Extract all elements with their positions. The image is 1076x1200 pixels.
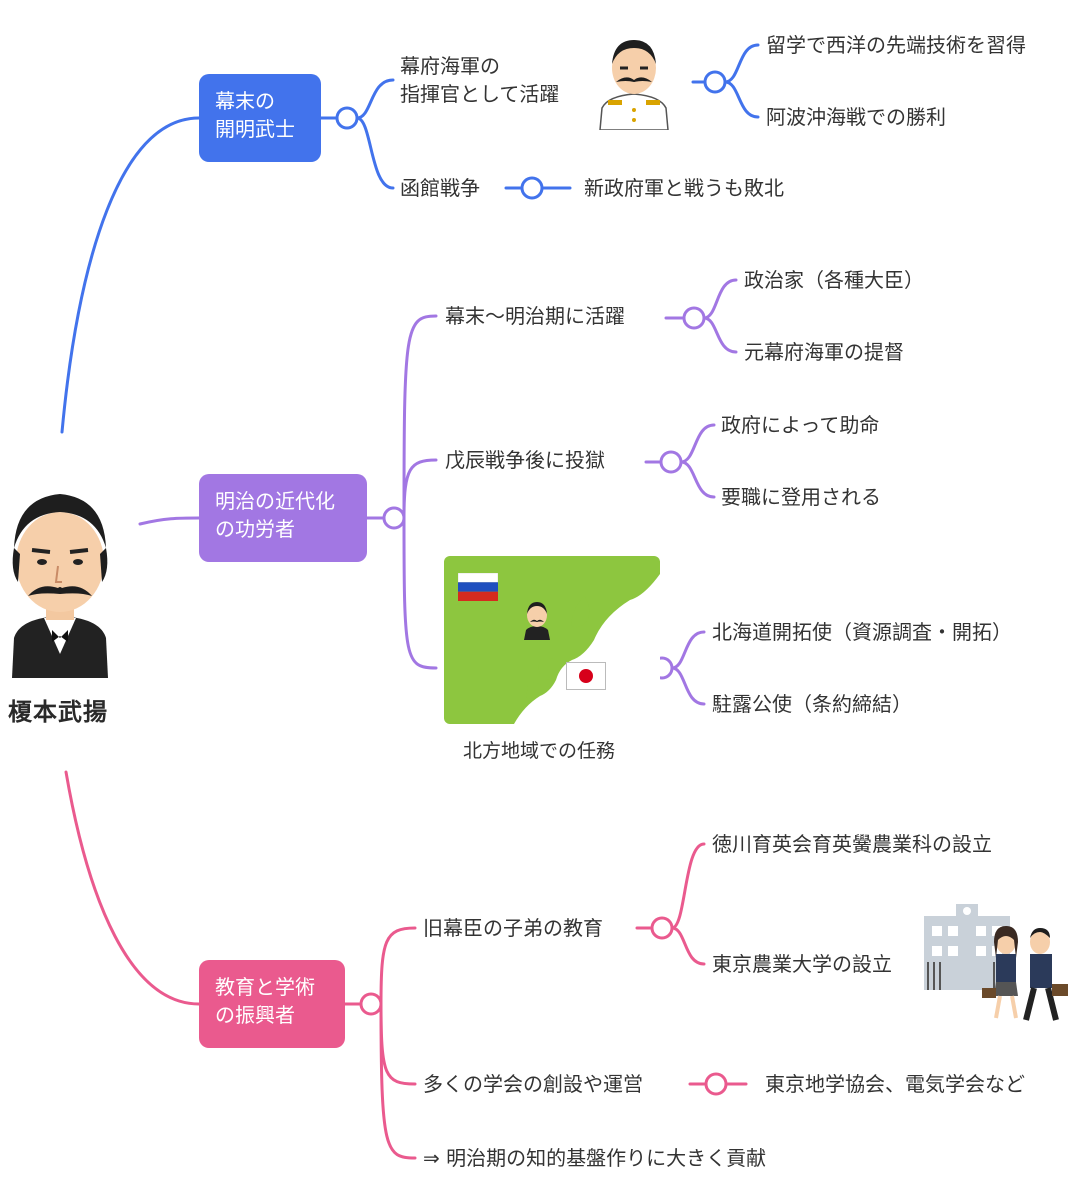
item-school: 旧幕臣の子弟の教育 <box>423 916 603 940</box>
item-russia: 駐露公使（条約締結） <box>712 692 912 716</box>
connector-education-school <box>379 926 417 1006</box>
hub-node <box>704 1072 728 1096</box>
map-caption: 北方地域での任務 <box>463 740 616 762</box>
item-defeat: 新政府軍と戦うも敗北 <box>584 176 784 200</box>
connector-hub-politician <box>702 278 738 320</box>
connector-meiji-active <box>402 314 438 520</box>
connector-meiji-imprison <box>402 458 438 520</box>
hub-node <box>682 306 706 330</box>
connector-hub-tokyo-agri <box>670 926 706 966</box>
item-admiral: 元幕府海軍の提督 <box>744 340 904 364</box>
branch-bakumatsu: 幕末の 開明武士 <box>199 74 321 162</box>
school-students-illustration <box>924 904 1068 1021</box>
connector-bakumatsu-commander <box>355 78 395 120</box>
connector-education-contribution <box>379 1002 417 1160</box>
japan-flag-icon <box>566 662 606 690</box>
map-illustration <box>444 556 660 724</box>
connector-root-education <box>64 770 201 1006</box>
russia-flag-icon <box>458 573 498 601</box>
item-active: 幕末〜明治期に活躍 <box>445 304 625 328</box>
item-hokkaido: 北海道開拓使（資源調査・開拓） <box>712 620 1012 644</box>
item-tokugawa: 徳川育英会育英黌農業科の設立 <box>712 832 992 856</box>
item-politician: 政治家（各種大臣） <box>744 268 924 292</box>
hub-node <box>520 176 544 200</box>
connector-hub-awa <box>723 80 760 119</box>
branch-education: 教育と学術 の振興者 <box>199 960 345 1048</box>
connector-hub-appoint <box>679 460 716 499</box>
branch-meiji: 明治の近代化 の功労者 <box>199 474 367 562</box>
item-contribution: ⇒ 明治期の知的基盤作りに大きく貢献 <box>423 1146 767 1170</box>
item-study-abroad: 留学で西洋の先端技術を習得 <box>766 33 1026 57</box>
connector-root-meiji <box>138 516 201 526</box>
connector-hub-russia <box>670 666 706 706</box>
connector-hub-admiral <box>702 316 738 354</box>
hub-node <box>382 506 406 530</box>
item-commander: 幕府海軍の 指揮官として活躍 <box>400 54 560 106</box>
connector-hub-study <box>723 43 760 84</box>
hub-node <box>650 916 674 940</box>
item-awa-battle: 阿波沖海戦での勝利 <box>766 105 946 129</box>
item-societies-list: 東京地学協会、電気学会など <box>765 1072 1025 1096</box>
hub-node <box>359 992 383 1016</box>
item-hakodate: 函館戦争 <box>400 176 480 200</box>
explorer-mini-portrait <box>524 602 550 640</box>
item-pardon: 政府によって助命 <box>721 413 880 437</box>
connector-hub-hokkaido <box>670 630 706 670</box>
hub-node <box>335 106 359 130</box>
connector-bakumatsu-hakodate <box>355 116 395 190</box>
connector-root-bakumatsu <box>60 116 201 434</box>
connector-hub-pardon <box>679 423 716 464</box>
item-tokyo-agri: 東京農業大学の設立 <box>712 952 892 976</box>
item-appoint: 要職に登用される <box>721 485 881 509</box>
item-societies: 多くの学会の創設や運営 <box>423 1072 643 1096</box>
root-title: 榎本武揚 <box>8 698 108 726</box>
hub-node <box>703 70 727 94</box>
connector-meiji-map <box>402 516 438 670</box>
portrait-illustration <box>12 494 108 678</box>
naval-officer-illustration <box>599 40 669 130</box>
connector-education-societies <box>379 1002 417 1086</box>
hub-node <box>659 450 683 474</box>
item-imprison: 戊辰戦争後に投獄 <box>445 448 605 472</box>
connector-hub-tokugawa <box>670 842 706 930</box>
